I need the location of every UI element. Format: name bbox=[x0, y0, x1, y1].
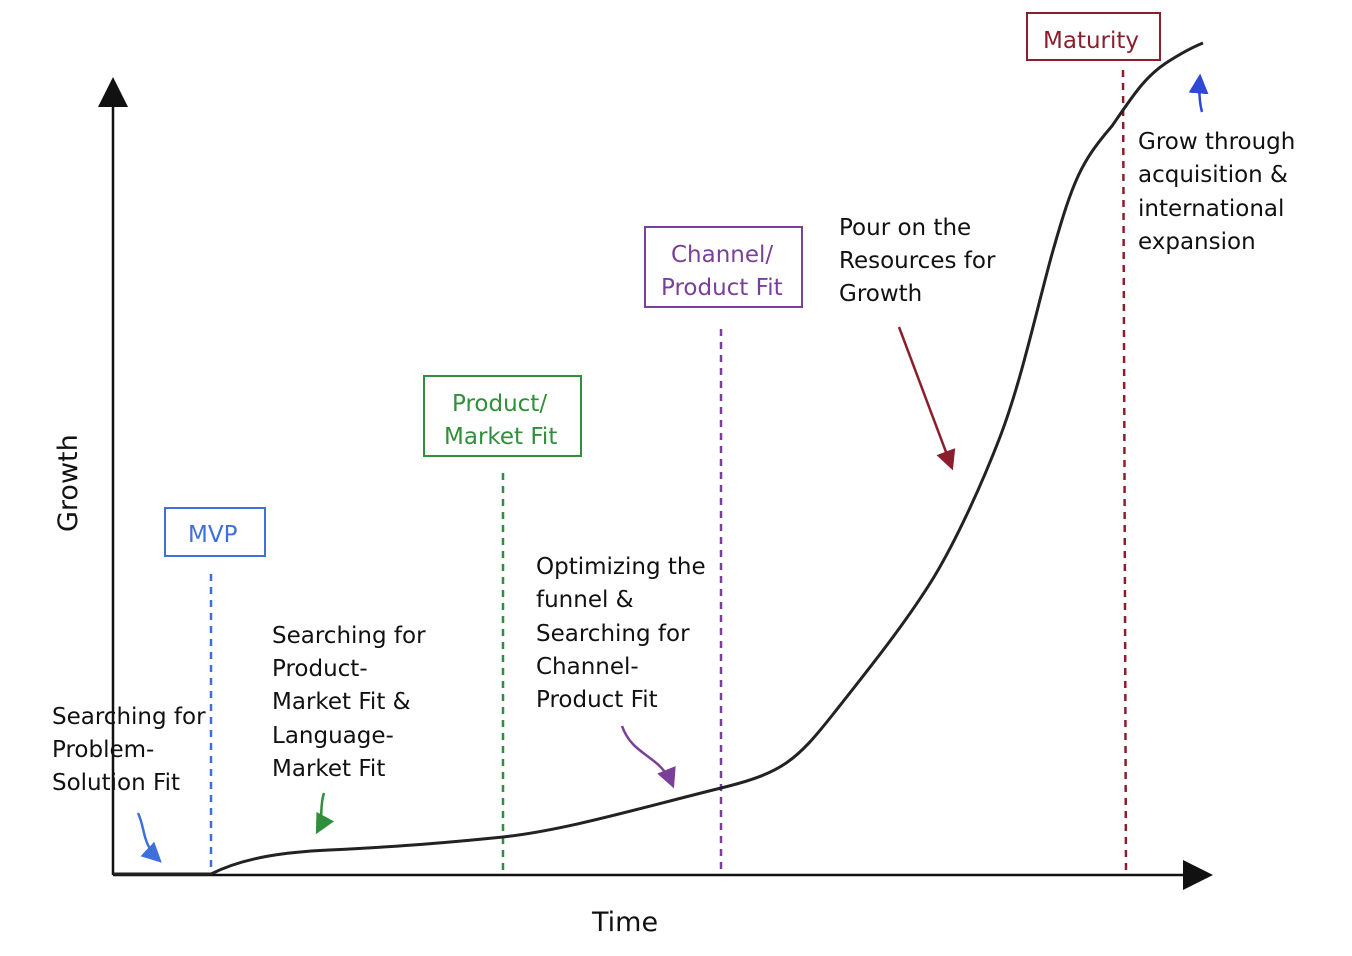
grow-acquisition-line-2: acquisition & bbox=[1138, 162, 1288, 188]
problem-solution-fit-line-1: Searching for bbox=[52, 704, 206, 730]
product-market-language-fit-annotation: Searching for Product- Market Fit & Lang… bbox=[272, 623, 426, 782]
mvp-box-border bbox=[164, 507, 266, 557]
channel-product-fit-box: Channel/ Product Fit bbox=[644, 226, 803, 308]
maturity-box-border bbox=[1026, 12, 1161, 61]
problem-solution-fit-line-3: Solution Fit bbox=[52, 770, 180, 796]
product-market-language-fit-line-1: Searching for bbox=[272, 623, 426, 649]
y-axis-label: Growth bbox=[53, 434, 84, 532]
pour-resources-line-2: Resources for bbox=[839, 248, 996, 274]
optimizing-funnel-line-4: Channel- bbox=[536, 654, 639, 680]
optimizing-funnel-line-5: Product Fit bbox=[536, 687, 658, 713]
product-market-fit-label-line-1: Product/ bbox=[452, 391, 547, 417]
maturity-guide-line bbox=[1121, 69, 1128, 876]
pour-resources-annotation: Pour on the Resources for Growth bbox=[839, 215, 996, 307]
axes-group: Time Growth bbox=[53, 77, 1213, 938]
annotation-arrows bbox=[136, 73, 1209, 863]
pour-resources-arrow bbox=[897, 326, 956, 471]
stage-annotations: Searching for Problem- Solution Fit Sear… bbox=[52, 129, 1295, 796]
product-market-fit-box: Product/ Market Fit bbox=[423, 375, 582, 457]
grow-acquisition-line-1: Grow through bbox=[1138, 129, 1295, 155]
growth-curve bbox=[113, 41, 1204, 876]
product-market-language-fit-line-4: Language- bbox=[272, 723, 394, 749]
product-market-fit-box-border bbox=[423, 375, 582, 457]
problem-solution-fit-line-2: Problem- bbox=[52, 737, 154, 763]
product-market-fit-arrow bbox=[315, 792, 335, 835]
channel-product-fit-box-border bbox=[644, 226, 803, 308]
maturity-label-line: Maturity bbox=[1043, 28, 1139, 54]
milestone-boxes: MVP Product/ Market Fit Channel/ Product… bbox=[164, 12, 1161, 557]
product-market-language-fit-line-3: Market Fit & bbox=[272, 689, 411, 715]
grow-acquisition-line-4: expansion bbox=[1138, 229, 1256, 255]
mvp-label-line: MVP bbox=[188, 522, 238, 548]
problem-solution-fit-annotation: Searching for Problem- Solution Fit bbox=[52, 704, 206, 796]
problem-solution-fit-arrow bbox=[136, 812, 162, 863]
optimizing-funnel-line-3: Searching for bbox=[536, 621, 690, 647]
channel-product-fit-label-line-2: Product Fit bbox=[661, 275, 783, 301]
channel-product-fit-label-line-1: Channel/ bbox=[671, 242, 773, 268]
optimizing-funnel-line-2: funnel & bbox=[536, 587, 634, 613]
mvp-box: MVP bbox=[164, 507, 266, 557]
optimizing-funnel-line-1: Optimizing the bbox=[536, 554, 706, 580]
pour-resources-line-1: Pour on the bbox=[839, 215, 971, 241]
grow-acquisition-annotation: Grow through acquisition & international… bbox=[1138, 129, 1295, 255]
milestone-guides bbox=[209, 69, 1128, 876]
maturity-box: Maturity bbox=[1026, 12, 1161, 61]
maturity-growth-arrow bbox=[1188, 73, 1209, 113]
optimizing-funnel-arrow bbox=[620, 725, 676, 789]
product-market-language-fit-line-2: Product- bbox=[272, 656, 368, 682]
x-axis-label: Time bbox=[591, 907, 658, 938]
grow-acquisition-line-3: international bbox=[1138, 196, 1284, 222]
product-market-language-fit-line-5: Market Fit bbox=[272, 756, 385, 782]
product-market-fit-label-line-2: Market Fit bbox=[444, 424, 557, 450]
optimizing-funnel-annotation: Optimizing the funnel & Searching for Ch… bbox=[536, 554, 706, 713]
pour-resources-line-3: Growth bbox=[839, 281, 922, 307]
